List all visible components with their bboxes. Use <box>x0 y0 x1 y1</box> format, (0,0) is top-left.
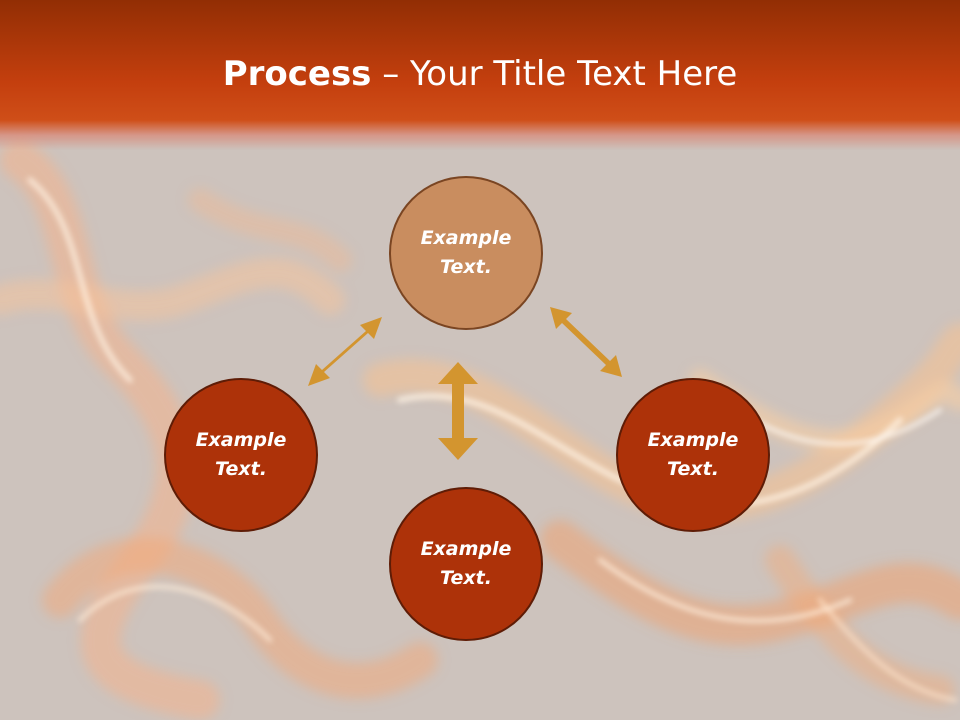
node-left[interactable]: Example Text. <box>164 378 318 532</box>
node-right-label: Example Text. <box>647 429 739 480</box>
node-bottom-label: Example Text. <box>420 538 512 589</box>
title-banner <box>0 0 960 150</box>
node-left-label: Example Text. <box>195 429 287 480</box>
node-top-label: Example Text. <box>420 227 512 278</box>
arrow-top-left <box>308 317 382 386</box>
title-rest: – Your Title Text Here <box>371 54 738 94</box>
arrow-top-right <box>550 307 622 377</box>
node-right[interactable]: Example Text. <box>616 378 770 532</box>
node-bottom[interactable]: Example Text. <box>389 487 543 641</box>
arrow-vertical <box>438 362 478 460</box>
slide-title: Process – Your Title Text Here <box>0 52 960 96</box>
title-bold: Process <box>222 54 372 94</box>
node-top[interactable]: Example Text. <box>389 176 543 330</box>
